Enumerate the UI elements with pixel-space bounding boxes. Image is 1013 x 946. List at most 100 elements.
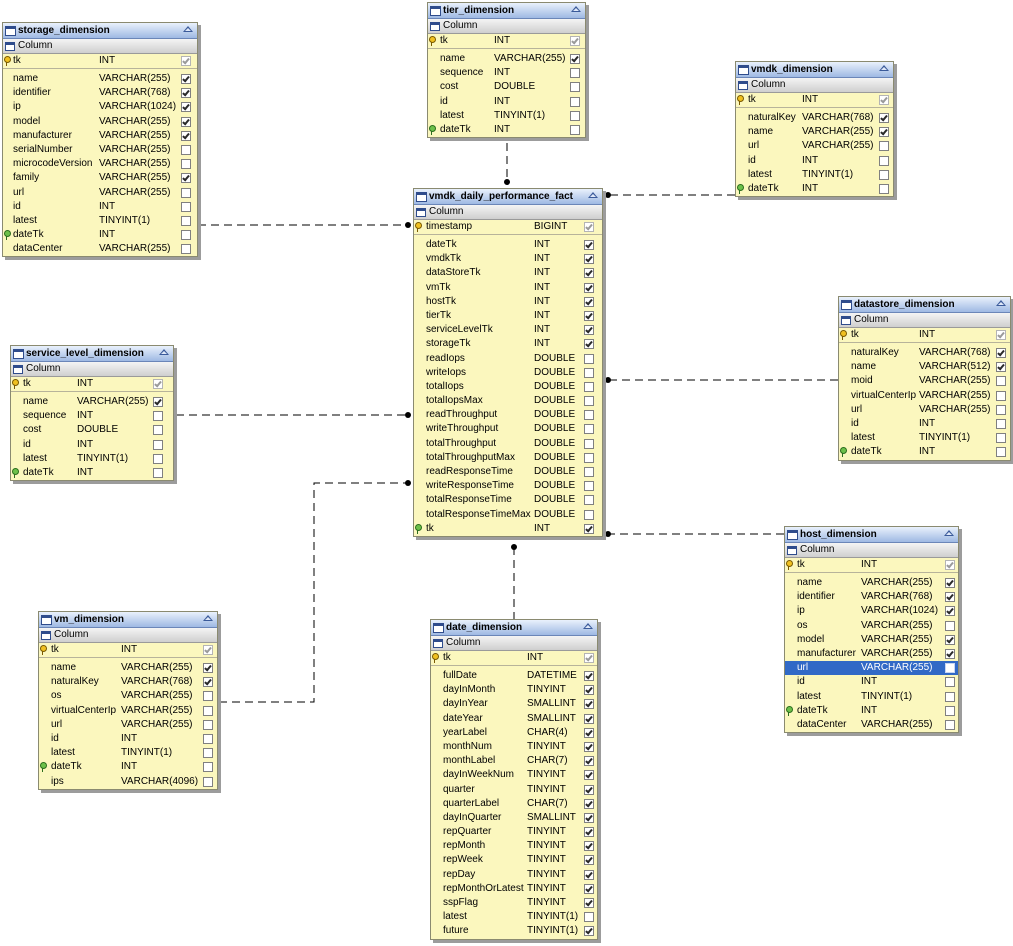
not-null-checkbox[interactable]	[584, 381, 594, 392]
entity-title-bar[interactable]: vmdk_dimension	[736, 62, 893, 78]
not-null-checkbox[interactable]	[584, 741, 594, 752]
not-null-checkbox[interactable]	[181, 56, 191, 66]
not-null-checkbox[interactable]	[996, 376, 1006, 387]
not-null-checkbox[interactable]	[879, 155, 889, 166]
not-null-checkbox[interactable]	[584, 855, 594, 866]
not-null-checkbox[interactable]	[584, 452, 594, 463]
not-null-checkbox[interactable]	[584, 784, 594, 795]
not-null-checkbox[interactable]	[181, 130, 191, 141]
not-null-checkbox[interactable]	[181, 102, 191, 113]
not-null-checkbox[interactable]	[584, 240, 594, 250]
not-null-checkbox[interactable]	[153, 439, 163, 450]
not-null-checkbox[interactable]	[584, 727, 594, 738]
not-null-checkbox[interactable]	[570, 124, 580, 135]
collapse-caret-icon[interactable]	[203, 615, 213, 621]
not-null-checkbox[interactable]	[584, 699, 594, 710]
collapse-caret-icon[interactable]	[183, 26, 193, 32]
not-null-checkbox[interactable]	[584, 396, 594, 407]
not-null-checkbox[interactable]	[945, 592, 955, 603]
not-null-checkbox[interactable]	[181, 116, 191, 127]
not-null-checkbox[interactable]	[879, 141, 889, 152]
not-null-checkbox[interactable]	[203, 663, 213, 673]
not-null-checkbox[interactable]	[584, 325, 594, 336]
not-null-checkbox[interactable]	[584, 798, 594, 809]
not-null-checkbox[interactable]	[584, 268, 594, 279]
collapse-caret-icon[interactable]	[996, 300, 1006, 306]
collapse-caret-icon[interactable]	[571, 6, 581, 12]
not-null-checkbox[interactable]	[570, 96, 580, 107]
not-null-checkbox[interactable]	[584, 481, 594, 492]
not-null-checkbox[interactable]	[153, 453, 163, 464]
not-null-checkbox[interactable]	[203, 677, 213, 688]
not-null-checkbox[interactable]	[181, 201, 191, 212]
not-null-checkbox[interactable]	[996, 348, 1006, 358]
not-null-checkbox[interactable]	[153, 379, 163, 389]
not-null-checkbox[interactable]	[181, 88, 191, 99]
entity-title-bar[interactable]: storage_dimension	[3, 23, 197, 39]
not-null-checkbox[interactable]	[203, 645, 213, 655]
not-null-checkbox[interactable]	[945, 648, 955, 659]
not-null-checkbox[interactable]	[181, 230, 191, 241]
not-null-checkbox[interactable]	[181, 144, 191, 155]
not-null-checkbox[interactable]	[584, 367, 594, 378]
not-null-checkbox[interactable]	[996, 447, 1006, 458]
not-null-checkbox[interactable]	[584, 495, 594, 506]
not-null-checkbox[interactable]	[153, 467, 163, 478]
not-null-checkbox[interactable]	[584, 671, 594, 681]
not-null-checkbox[interactable]	[996, 390, 1006, 401]
not-null-checkbox[interactable]	[879, 127, 889, 138]
not-null-checkbox[interactable]	[181, 159, 191, 170]
entity-title-bar[interactable]: datastore_dimension	[839, 297, 1010, 313]
entity-title-bar[interactable]: date_dimension	[431, 620, 597, 636]
not-null-checkbox[interactable]	[945, 719, 955, 730]
not-null-checkbox[interactable]	[203, 719, 213, 730]
